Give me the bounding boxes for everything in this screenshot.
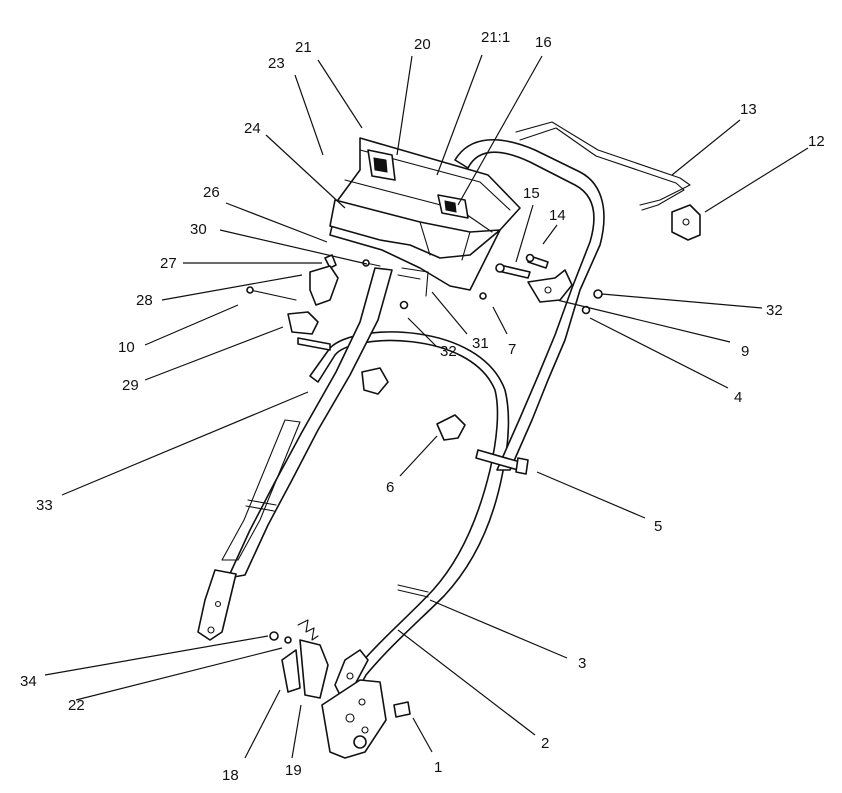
knob-6 xyxy=(436,414,466,441)
callout-21: 21 xyxy=(295,39,312,56)
callout-4: 4 xyxy=(734,389,742,406)
upper-handle xyxy=(454,139,605,471)
callout-34: 34 xyxy=(20,673,37,690)
bolt-14 xyxy=(525,253,549,269)
nut-32-left xyxy=(399,300,409,310)
washer-32-right xyxy=(593,289,603,299)
leader-lines xyxy=(44,54,809,759)
callout-14: 14 xyxy=(549,207,566,224)
clip-31 xyxy=(397,267,429,297)
callout-21-1: 21:1 xyxy=(481,29,510,46)
bolt-5 xyxy=(475,449,529,475)
knob-28 xyxy=(309,265,339,306)
callout-33: 33 xyxy=(36,497,53,514)
callout-16: 16 xyxy=(535,34,552,51)
callout-1: 1 xyxy=(434,759,442,776)
bolt-30 xyxy=(362,259,381,267)
callout-32-right: 32 xyxy=(766,302,783,319)
switch-part-20 xyxy=(367,149,396,181)
bolt-10 xyxy=(246,286,297,301)
latch-19 xyxy=(299,639,329,699)
callout-9: 9 xyxy=(741,343,749,360)
callout-20: 20 xyxy=(414,36,431,53)
control-box xyxy=(329,137,521,291)
bolt-7 xyxy=(479,292,487,300)
spring-22 xyxy=(297,619,319,641)
knob-29 xyxy=(287,311,319,335)
knob-27 xyxy=(324,254,337,269)
callout-labels: 21 20 21:1 16 23 24 13 12 26 15 14 30 27… xyxy=(20,29,825,784)
callout-32-left: 32 xyxy=(440,343,457,360)
callout-7: 7 xyxy=(508,341,516,358)
callout-26: 26 xyxy=(203,184,220,201)
left-handle-arm xyxy=(197,267,393,641)
pin-18 xyxy=(281,649,301,693)
callout-5: 5 xyxy=(654,518,662,535)
callout-15: 15 xyxy=(523,185,540,202)
callout-31: 31 xyxy=(472,335,489,352)
callout-23: 23 xyxy=(268,55,285,72)
hinge-bracket xyxy=(527,269,573,303)
callout-19: 19 xyxy=(285,762,302,779)
cable-bracket xyxy=(671,204,701,241)
callout-28: 28 xyxy=(136,292,153,309)
callout-30: 30 xyxy=(190,221,207,238)
washer-34 xyxy=(269,631,292,644)
bail-bar xyxy=(515,121,691,211)
callout-12: 12 xyxy=(808,133,825,150)
callout-13: 13 xyxy=(740,101,757,118)
callout-29: 29 xyxy=(122,377,139,394)
callout-2: 2 xyxy=(541,735,549,752)
knob-on-handle xyxy=(297,337,389,395)
callout-27: 27 xyxy=(160,255,177,272)
callout-6: 6 xyxy=(386,479,394,496)
bolt-15 xyxy=(495,263,531,279)
callout-3: 3 xyxy=(578,655,586,672)
callout-10: 10 xyxy=(118,339,135,356)
callout-24: 24 xyxy=(244,120,261,137)
deck-bracket xyxy=(321,679,411,759)
callout-22: 22 xyxy=(68,697,85,714)
callout-18: 18 xyxy=(222,767,239,784)
